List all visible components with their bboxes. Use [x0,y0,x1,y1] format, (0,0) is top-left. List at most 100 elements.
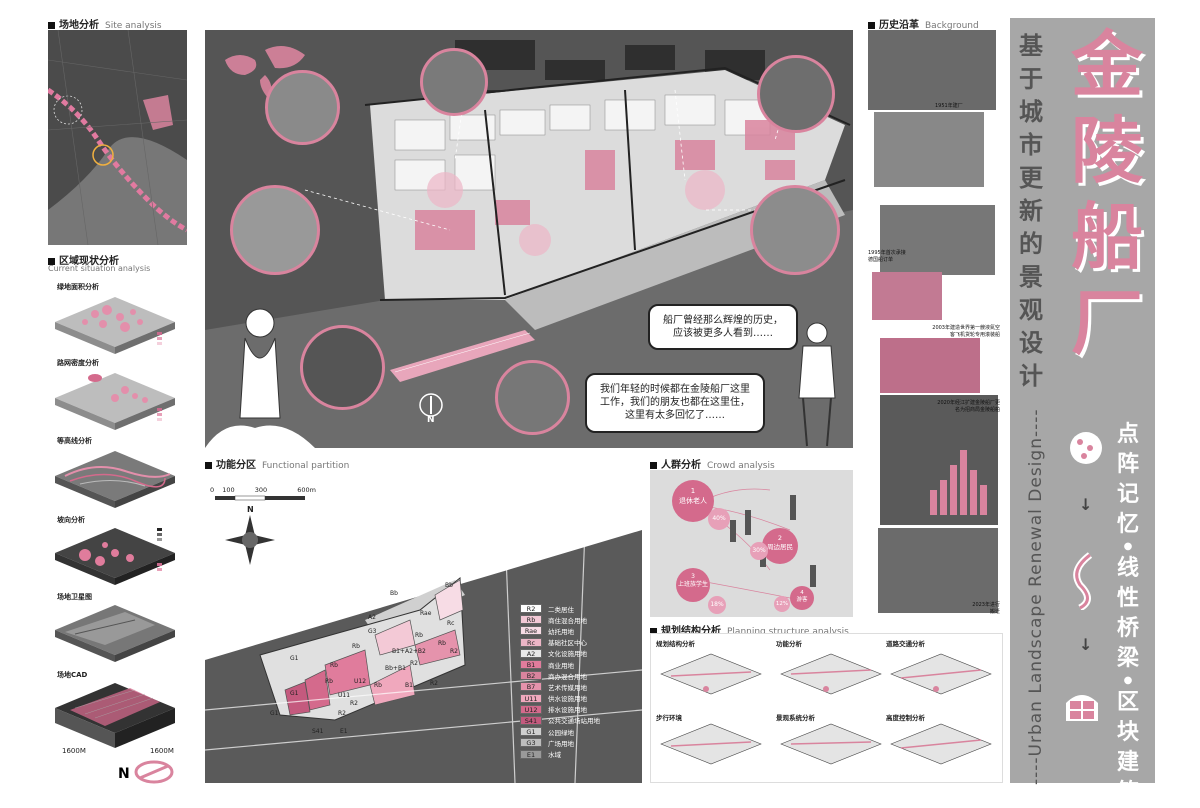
plot-label: Bb+B1 [385,665,406,672]
legend-row: Rb 商住混合用地 [520,614,600,625]
satellite-label: 场地卫星图 [57,593,92,601]
functional-map [205,470,642,783]
legend-code: Rae [520,626,542,636]
legend-code: G3 [520,738,542,748]
history-photo-3 [880,205,995,275]
plot-label: G1 [270,710,279,717]
plot-label: R2 [350,700,358,707]
keyword-char: 梁 [1116,646,1139,671]
legend-name: 文化设施用地 [548,650,587,659]
square-bullet-icon [868,21,875,29]
elder-sketch [798,322,836,447]
planning-label-5: 景观系统分析 [776,714,815,722]
square-bullet-icon [650,461,657,469]
planning-label-2: 功能分析 [776,640,802,648]
crowd-pct-3: 18% [708,596,726,614]
plot-label: R2 [338,710,346,717]
legend-code: G1 [520,727,542,737]
legend-name: 基础社区中心 [548,639,587,648]
legend-name: 商办混合用地 [548,672,587,681]
legend-name: 商住混合用地 [548,616,587,625]
legend-code: E1 [520,749,542,759]
legend-name: 供水设施用地 [548,695,587,704]
legend-name: 幼托用地 [548,627,574,636]
subtitle-char: 于 [1019,65,1043,93]
scale-labels: 0 100 300 600m [210,486,316,494]
history-photo-4 [872,272,942,320]
history-bars [930,450,987,515]
subtitle-char: 更 [1019,164,1043,192]
keywords: 点阵记忆●线性桥梁●区块建筑 [1108,420,1148,808]
photo-circle-3 [757,55,835,133]
subtitle-char: 城 [1019,98,1043,126]
cad-iso [55,683,175,748]
legend-code: B1 [520,660,542,670]
plot-label: R2 [450,648,458,655]
subtitle-char: 计 [1019,362,1043,390]
current-situation-title: 区域现状分析 [48,252,119,267]
plot-label: G1 [290,655,299,662]
keyword-char: 区 [1116,690,1139,715]
plot-label: B1 [405,682,413,689]
legend-name: 广场用地 [548,739,574,748]
slope-iso [55,528,175,585]
road-density-label: 路网密度分析 [57,359,99,367]
legend-row: A2 文化设施用地 [520,648,600,659]
crowd-pct-4: 12% [774,596,790,612]
subtitle-char: 观 [1019,296,1043,324]
plot-label: Rc [447,620,455,627]
contour-label: 等高线分析 [57,437,92,445]
subtitle-char: 设 [1019,329,1043,357]
planning-label-6: 高度控制分析 [886,714,925,722]
dim-left: 1600M [62,747,86,755]
plot-label: G1 [290,690,299,697]
road-density-iso [55,373,175,430]
planning-label-1: 规划结构分析 [656,640,695,648]
plot-label: Rb [352,643,360,650]
legend-name: 公共交通场站用地 [548,717,600,726]
title-block [1010,18,1155,783]
north-no-entry-icon: N [118,760,174,784]
plot-label: B1+A2+B2 [392,648,426,655]
history-note-4: 2020年经江扩建金陵船厂更名为招商局金陵船舶 [937,400,1000,413]
history-photo-6 [880,395,998,525]
legend-name: 水域 [548,751,561,760]
subtitle-char: 的 [1019,230,1043,258]
plot-label: Rb [415,632,423,639]
legend-code: S41 [520,715,542,725]
green-area-label: 绿地面积分析 [57,283,99,291]
slope-label: 坡向分析 [57,516,85,524]
legend-code: Rb [520,615,542,625]
cad-label: 场地CAD [57,671,88,679]
dot-matrix-icon [1070,432,1102,464]
plot-label: Bb [390,590,398,597]
legend-name: 排水设施用地 [548,706,587,715]
subtitle-char: 基 [1019,32,1043,60]
keyword-char: 记 [1116,482,1139,507]
legend-name: 艺术传媒用地 [548,683,587,692]
planning-label-3: 道路交通分析 [886,640,925,648]
legend-name: 二类居住 [548,605,574,614]
site-satellite-map [48,30,187,245]
subtitle-char: 市 [1019,131,1043,159]
legend-row: Rae 幼托用地 [520,625,600,636]
history-note-3: 2003年建造世界第一艘液氮空客飞机货轮专用滚装船 [932,325,1000,338]
subtitle-char: 新 [1019,197,1043,225]
keyword-char: 筑 [1116,780,1139,805]
legend-code: A2 [520,648,542,658]
legend-row: S41 公共交通场站用地 [520,715,600,726]
history-photo-5 [880,338,980,393]
keyword-char: ● [1123,675,1133,686]
photo-circle-7 [495,360,570,435]
plot-label: R2 [430,680,438,687]
legend-code: R2 [520,604,542,614]
